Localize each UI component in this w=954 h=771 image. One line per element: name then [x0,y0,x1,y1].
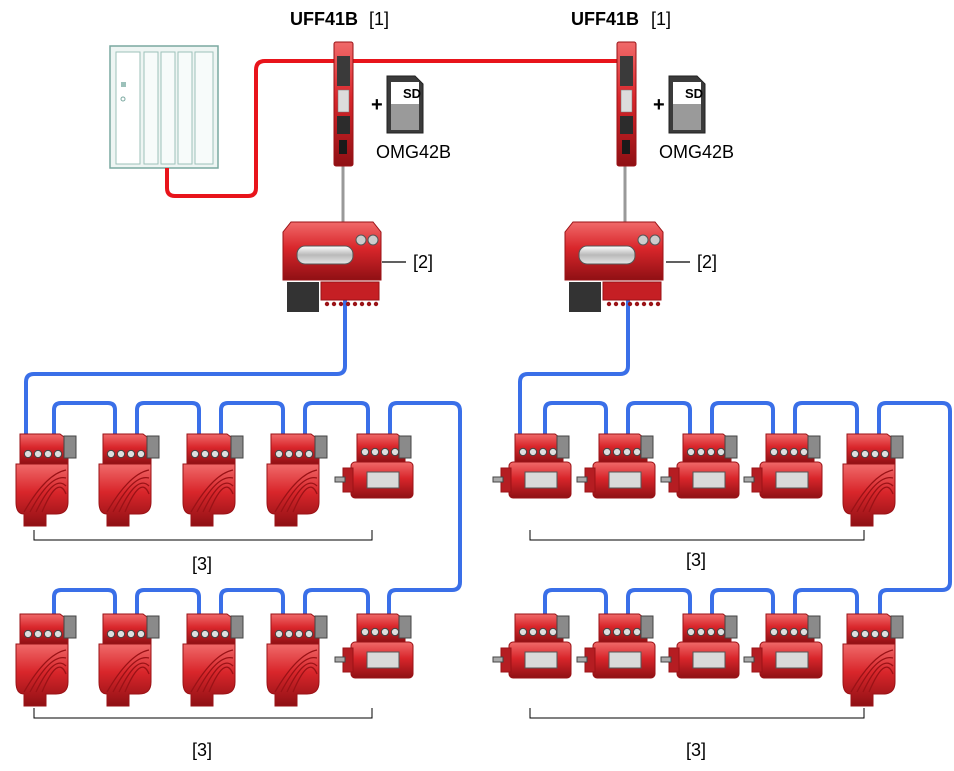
group-brackets [33,530,865,719]
servo-motor-drive-icon [743,433,823,499]
drive-row-3 [492,433,904,527]
gateways [282,221,664,312]
gateway-2 [564,221,664,312]
system-bus-cables [24,300,952,614]
gateway-ref-2: [2] [697,252,718,272]
gearmotor-drive-icon [842,433,904,527]
gearmotor-drive-icon [266,433,328,527]
servo-motor-drive-icon [334,433,414,499]
group-ref-4: [3] [686,740,707,760]
gearmotor-drive-icon [15,433,77,527]
controller-1 [333,41,354,167]
servo-motor-drive-icon [492,613,572,679]
controller-2 [616,41,637,167]
drive-row-4 [492,613,904,707]
controller-1-ref: [1] [369,9,390,29]
servo-motor-drive-icon [334,613,414,679]
controller-2-model: UFF41B [571,9,640,29]
gearmotor-drive-icon [15,613,77,707]
ethernet-cable [165,59,620,198]
servo-motor-drive-icon [660,613,740,679]
servo-motor-drive-icon [576,433,656,499]
sd-card-icon [386,75,424,134]
gateway-ref-1: [2] [413,252,434,272]
memory-card-model-1: OMG42B [376,142,452,162]
gearmotor-drive-icon [182,613,244,707]
gearmotor-drive-icon [98,613,160,707]
drive-row-1 [15,433,414,527]
group-ref-2: [3] [686,550,707,570]
sd-card-icon [668,75,706,134]
plus-sign-2: + [653,94,665,116]
memory-card-model-2: OMG42B [659,142,735,162]
gearmotor-drive-icon [182,433,244,527]
gearmotor-drive-icon [266,613,328,707]
servo-motor-drive-icon [660,433,740,499]
servo-motor-drive-icon [743,613,823,679]
plc-rack [109,45,219,169]
gateway-1 [282,221,382,312]
controllers [333,41,706,167]
drive-row-2 [15,613,414,707]
sd-card-label-1: SD [403,86,422,101]
controller-2-ref: [1] [651,9,672,29]
servo-motor-drive-icon [492,433,572,499]
gearmotor-drive-icon [842,613,904,707]
servo-motor-drive-icon [576,613,656,679]
sd-card-label-2: SD [685,86,704,101]
plus-sign-1: + [371,94,383,116]
group-ref-1: [3] [192,554,213,574]
group-ref-3: [3] [192,740,213,760]
drive-units [15,433,904,707]
gearmotor-drive-icon [98,433,160,527]
controller-1-model: UFF41B [290,9,359,29]
